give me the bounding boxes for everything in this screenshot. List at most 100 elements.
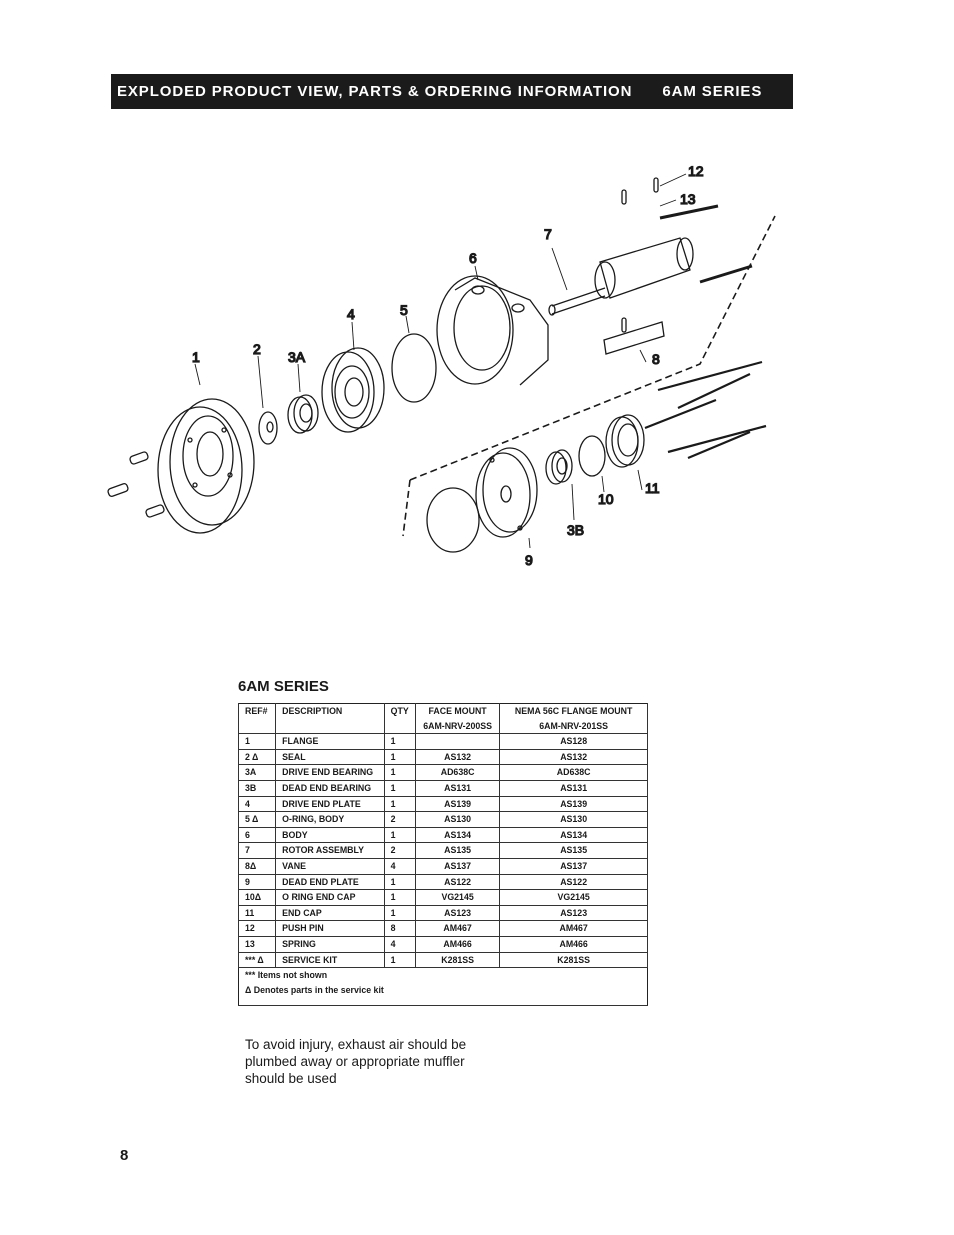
cell-qty: 1 bbox=[383, 951, 416, 969]
cell-flange-mount: VG2145 bbox=[499, 889, 648, 906]
cell-face-mount: AS137 bbox=[414, 857, 501, 875]
body-part bbox=[436, 275, 549, 386]
end-cap-part bbox=[605, 414, 645, 468]
cell-flange-mount: AS128 bbox=[499, 733, 648, 750]
cell-description: BODY bbox=[275, 826, 385, 844]
header-flange-mount-model: 6AM-NRV-201SS bbox=[499, 718, 648, 734]
cell-qty: 2 bbox=[383, 811, 416, 828]
cell-description: SERVICE KIT bbox=[275, 951, 385, 969]
through-bolts bbox=[644, 360, 767, 460]
callout-1: 1 bbox=[192, 349, 200, 365]
o-ring-left-part bbox=[426, 487, 480, 553]
callout-8: 8 bbox=[652, 351, 660, 367]
table-note-row: *** Items not shown bbox=[238, 967, 648, 983]
leader-lines bbox=[194, 173, 687, 549]
dead-end-plate-part bbox=[475, 447, 538, 538]
cell-flange-mount: AM467 bbox=[499, 920, 648, 937]
section-title: EXPLODED PRODUCT VIEW, PARTS & ORDERING … bbox=[117, 83, 633, 100]
header-description: DESCRIPTION bbox=[275, 703, 385, 719]
cell-face-mount: VG2145 bbox=[414, 889, 501, 906]
cell-ref: 6 bbox=[237, 826, 277, 844]
cell-description: VANE bbox=[275, 857, 385, 875]
table-note-row: Δ Denotes parts in the service kit bbox=[238, 982, 648, 1006]
vane-parts bbox=[603, 321, 665, 355]
cell-flange-mount: AS123 bbox=[499, 904, 648, 922]
cell-description: END CAP bbox=[275, 904, 385, 922]
cell-description: DRIVE END PLATE bbox=[275, 795, 385, 813]
table-title: 6AM SERIES bbox=[238, 678, 329, 695]
cell-flange-mount: K281SS bbox=[499, 951, 648, 969]
cell-qty: 4 bbox=[383, 935, 416, 953]
cell-qty: 1 bbox=[383, 733, 416, 750]
cell-flange-mount: AD638C bbox=[499, 764, 648, 781]
cell-face-mount: AM466 bbox=[414, 935, 501, 953]
cell-face-mount: K281SS bbox=[414, 951, 501, 969]
cell-face-mount: AS130 bbox=[414, 811, 501, 828]
series-label: 6AM SERIES bbox=[662, 83, 763, 100]
rotor-assembly-part bbox=[548, 237, 694, 316]
callout-4: 4 bbox=[347, 306, 355, 322]
callout-6: 6 bbox=[469, 250, 477, 266]
cell-face-mount: AS134 bbox=[414, 826, 501, 844]
callout-3a: 3A bbox=[288, 349, 306, 365]
callout-9: 9 bbox=[525, 552, 533, 568]
cell-qty: 1 bbox=[383, 873, 416, 891]
dead-end-bearing-part bbox=[545, 449, 573, 485]
o-ring-body-part bbox=[391, 333, 437, 403]
header-face-mount-model: 6AM-NRV-200SS bbox=[414, 718, 501, 734]
cell-ref: 10Δ bbox=[237, 889, 277, 906]
cell-description: SEAL bbox=[275, 748, 385, 766]
cell-ref: 8Δ bbox=[237, 857, 277, 875]
cell-description: SPRING bbox=[275, 935, 385, 953]
cell-flange-mount: AS134 bbox=[499, 826, 648, 844]
cell-flange-mount: AS122 bbox=[499, 873, 648, 891]
callout-2: 2 bbox=[253, 341, 261, 357]
header-qty: QTY bbox=[383, 703, 416, 719]
cell-ref: 4 bbox=[237, 795, 277, 813]
cell-face-mount: AS123 bbox=[414, 904, 501, 922]
cell-face-mount: AS132 bbox=[414, 748, 501, 766]
callout-3b: 3B bbox=[567, 522, 584, 538]
cell-qty: 1 bbox=[383, 764, 416, 781]
push-pins-springs bbox=[621, 177, 753, 333]
cell-ref: 12 bbox=[237, 920, 277, 937]
cell-flange-mount: AS131 bbox=[499, 779, 648, 797]
drive-end-bearing-part bbox=[287, 394, 319, 434]
cell-flange-mount: AS137 bbox=[499, 857, 648, 875]
cell-qty: 4 bbox=[383, 857, 416, 875]
table-header-row: REF# DESCRIPTION QTY FACE MOUNT NEMA 56C… bbox=[237, 703, 648, 719]
cell-qty: 1 bbox=[383, 826, 416, 844]
cell-ref: 5 Δ bbox=[237, 811, 277, 828]
cell-flange-mount: AS135 bbox=[499, 842, 648, 859]
cell-ref: 9 bbox=[237, 873, 277, 891]
header-face-mount: FACE MOUNT bbox=[414, 703, 501, 719]
cell-ref: 7 bbox=[237, 842, 277, 859]
cell-face-mount: AS122 bbox=[414, 873, 501, 891]
cell-ref: 11 bbox=[237, 904, 277, 922]
cell-qty: 1 bbox=[383, 748, 416, 766]
cell-ref: *** Δ bbox=[237, 951, 277, 969]
cell-face-mount: AS139 bbox=[414, 795, 501, 813]
seal-part bbox=[258, 411, 278, 445]
cell-description: DEAD END PLATE bbox=[275, 873, 385, 891]
cell-description: O RING END CAP bbox=[275, 889, 385, 906]
cell-flange-mount: AS132 bbox=[499, 748, 648, 766]
cell-description: PUSH PIN bbox=[275, 920, 385, 937]
page-number: 8 bbox=[120, 1147, 129, 1164]
cell-qty: 1 bbox=[383, 779, 416, 797]
callout-13: 13 bbox=[680, 191, 696, 207]
cell-face-mount bbox=[414, 733, 501, 750]
cell-qty: 1 bbox=[383, 795, 416, 813]
